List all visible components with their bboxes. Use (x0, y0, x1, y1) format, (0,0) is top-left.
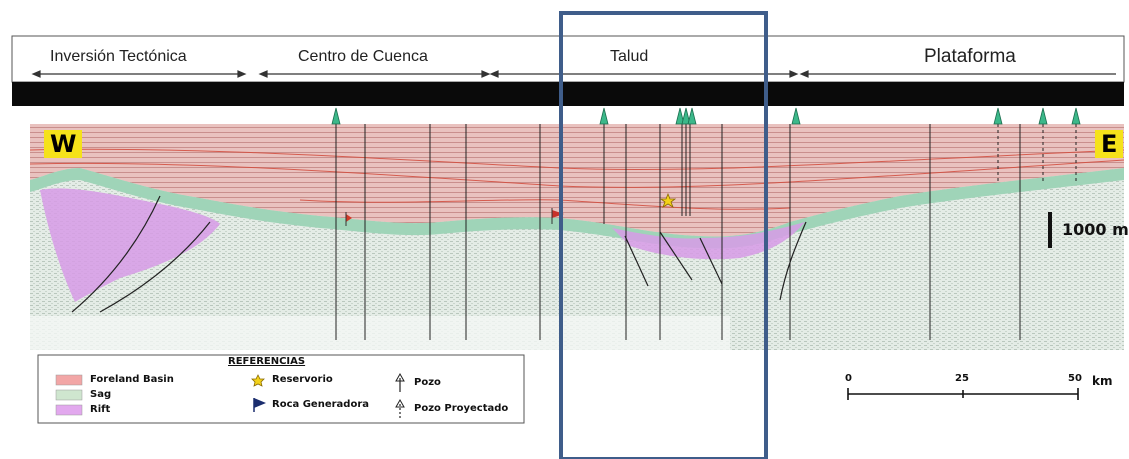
fault-line (699, 237, 723, 285)
zone-label-plataforma: Plataforma (924, 46, 1016, 67)
zone-arrow-head (237, 70, 247, 78)
legend-label-source-rock: Roca Generadora (272, 399, 370, 410)
zone-label-centro: Centro de Cuenca (298, 48, 428, 65)
legend-swatch-foreland (55, 374, 83, 386)
zone-extent-arrows (31, 70, 1116, 78)
legend-box (37, 354, 525, 424)
seismic-section (29, 107, 1125, 350)
legend-label-sag: Sag (90, 389, 112, 400)
vertical-scale-bar (1048, 212, 1052, 248)
well-marker-icon (331, 107, 341, 125)
scale-unit-label: km (1092, 374, 1113, 388)
reservoir-star-icon (659, 192, 677, 208)
vertical-scale-label: 1000 m (1062, 220, 1129, 239)
well-marker-strip (12, 106, 1124, 124)
legend-swatch-rift (55, 404, 83, 416)
legend-swatch-sag (55, 389, 83, 401)
zone-arrow-head (799, 70, 809, 78)
west-label: W (44, 130, 83, 158)
well-marker-icon (791, 107, 801, 125)
scale-tick-label-25: 25 (955, 373, 969, 384)
well-marker-icon (993, 107, 1003, 125)
fault-line (71, 195, 161, 313)
data-gap (30, 316, 730, 350)
fault-line (99, 221, 211, 313)
legend-well-icon (395, 372, 405, 392)
well-markers (331, 107, 1081, 125)
zone-label-talud: Talud (610, 48, 649, 65)
legend-reservoir-icon (251, 374, 265, 387)
well-marker-icon (675, 107, 685, 125)
zone-arrow-head (258, 70, 268, 78)
legend-projected-well-icon (395, 398, 405, 418)
well-marker-icon (681, 107, 691, 125)
talud-highlight-frame (559, 11, 768, 459)
fault-line (779, 221, 807, 301)
legend-label-well: Pozo (414, 377, 441, 388)
well-marker-icon (1038, 107, 1048, 125)
legend-label-foreland: Foreland Basin (90, 374, 174, 385)
scale-tick-label-0: 0 (845, 373, 852, 384)
legend-source-rock-icon (253, 398, 266, 412)
zone-arrow-head (31, 70, 41, 78)
zone-label-inversion: Inversión Tectónica (50, 48, 187, 65)
foreland-basin-unit (30, 124, 1124, 237)
rift-unit-west (40, 188, 220, 302)
legend-label-reservoir: Reservorio (272, 374, 333, 385)
wells (335, 124, 1077, 340)
zone-arrow-head (789, 70, 799, 78)
fault-line (659, 231, 693, 281)
topo-band (12, 82, 1124, 106)
legend-title: REFERENCIAS (228, 356, 306, 367)
faults (71, 195, 807, 313)
well-marker-icon (1071, 107, 1081, 125)
source-rock-flag-icon (552, 210, 564, 218)
zone-arrow-head (481, 70, 491, 78)
east-label: E (1095, 130, 1124, 158)
well-marker-icon (687, 107, 697, 125)
source-rock-flag-icon (346, 214, 352, 222)
well-marker-icon (599, 107, 609, 125)
legend-label-projected-well: Pozo Proyectado (414, 403, 509, 414)
fault-line (624, 235, 649, 287)
sag-unit (30, 168, 1124, 249)
zone-arrow-head (489, 70, 499, 78)
horizontal-scale-bar (847, 388, 1079, 400)
scale-tick-label-50: 50 (1068, 373, 1082, 384)
legend-label-rift: Rift (90, 404, 111, 415)
section-source-rock-flags (345, 208, 564, 226)
